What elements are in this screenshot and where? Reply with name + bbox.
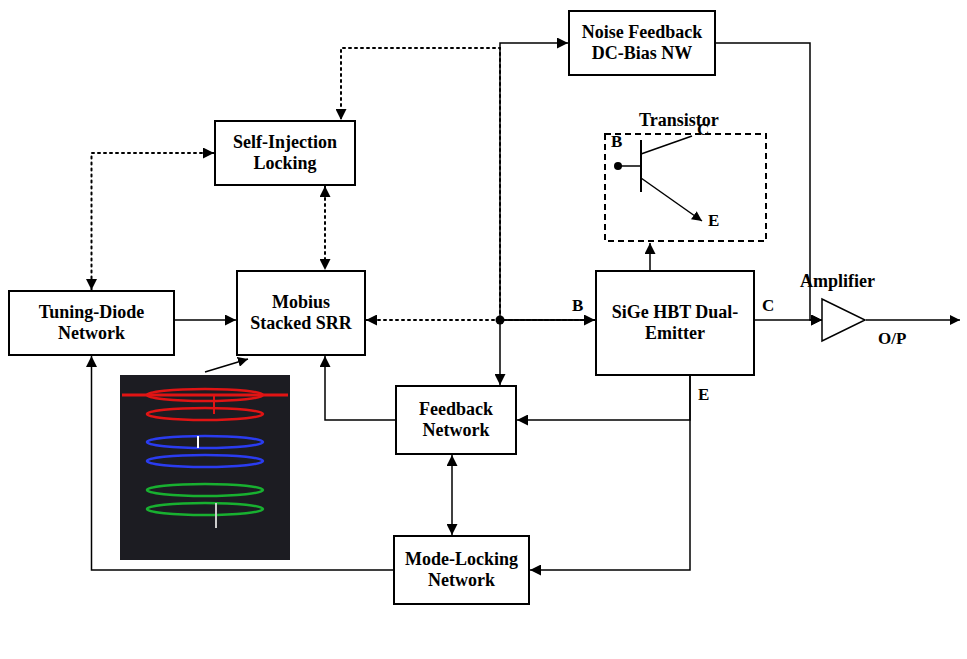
blue-ring — [147, 455, 263, 467]
process-box: Mode-Locking Network — [393, 535, 530, 605]
pin-name: C — [697, 121, 709, 140]
process-box: Self-Injection Locking — [214, 120, 356, 186]
green-ring — [147, 503, 263, 515]
resonator-box: Mobius Stacked SRR — [236, 270, 366, 356]
base-lead — [618, 165, 641, 167]
transistor-inset: Transistor — [603, 108, 768, 243]
dashed-frame — [605, 134, 766, 241]
connector — [500, 43, 595, 320]
node-text: SiGe HBT Dual- Emitter — [603, 302, 747, 343]
connector — [92, 356, 394, 570]
connector — [175, 319, 236, 321]
connector — [325, 356, 395, 420]
green-ring — [147, 484, 263, 496]
node-text: Mode-Locking Network — [401, 549, 522, 590]
node-text: Tuning-Diode Network — [16, 302, 167, 343]
node-text: Mobius Stacked SRR — [244, 292, 358, 333]
amplifier-triangle — [822, 299, 865, 341]
output-line — [866, 319, 960, 321]
ring-via — [197, 436, 199, 448]
node-text: Feedback Network — [403, 399, 509, 440]
bias-network-box: Noise Feedback DC-Bias NW — [568, 10, 716, 76]
dotted-connector — [341, 48, 595, 320]
signal-name: B — [572, 297, 583, 316]
pin-name: B — [611, 133, 622, 152]
leader-arrow — [205, 359, 248, 372]
process-box: Feedback Network — [395, 385, 517, 455]
dotted-connector — [324, 186, 326, 270]
collector-lead — [641, 136, 692, 154]
connector — [649, 243, 651, 270]
connector — [500, 320, 595, 385]
red-ring — [147, 389, 263, 401]
pin-name: E — [708, 212, 719, 231]
node-text: Amplifier — [800, 271, 875, 292]
signal-name: E — [698, 386, 709, 405]
process-box: Tuning-Diode Network — [8, 290, 175, 356]
base-bar — [640, 140, 642, 192]
node-text: Self-Injection Locking — [222, 132, 348, 173]
node-text: Noise Feedback DC-Bias NW — [576, 22, 708, 63]
signal-name: C — [762, 297, 774, 316]
emitter-lead — [641, 178, 702, 221]
blue-ring — [147, 436, 263, 448]
ring-via — [213, 395, 215, 414]
picture-ground — [120, 375, 290, 560]
red-ring — [147, 408, 263, 420]
port-name: O/P — [878, 330, 906, 349]
transistor-symbol — [614, 136, 702, 221]
ring-via — [215, 503, 217, 528]
transistor-box: SiGe HBT Dual- Emitter — [595, 270, 755, 376]
connector — [530, 376, 690, 570]
connector — [451, 455, 453, 535]
srr-picture — [120, 375, 290, 560]
dotted-connector — [92, 153, 215, 290]
connector — [517, 376, 690, 420]
